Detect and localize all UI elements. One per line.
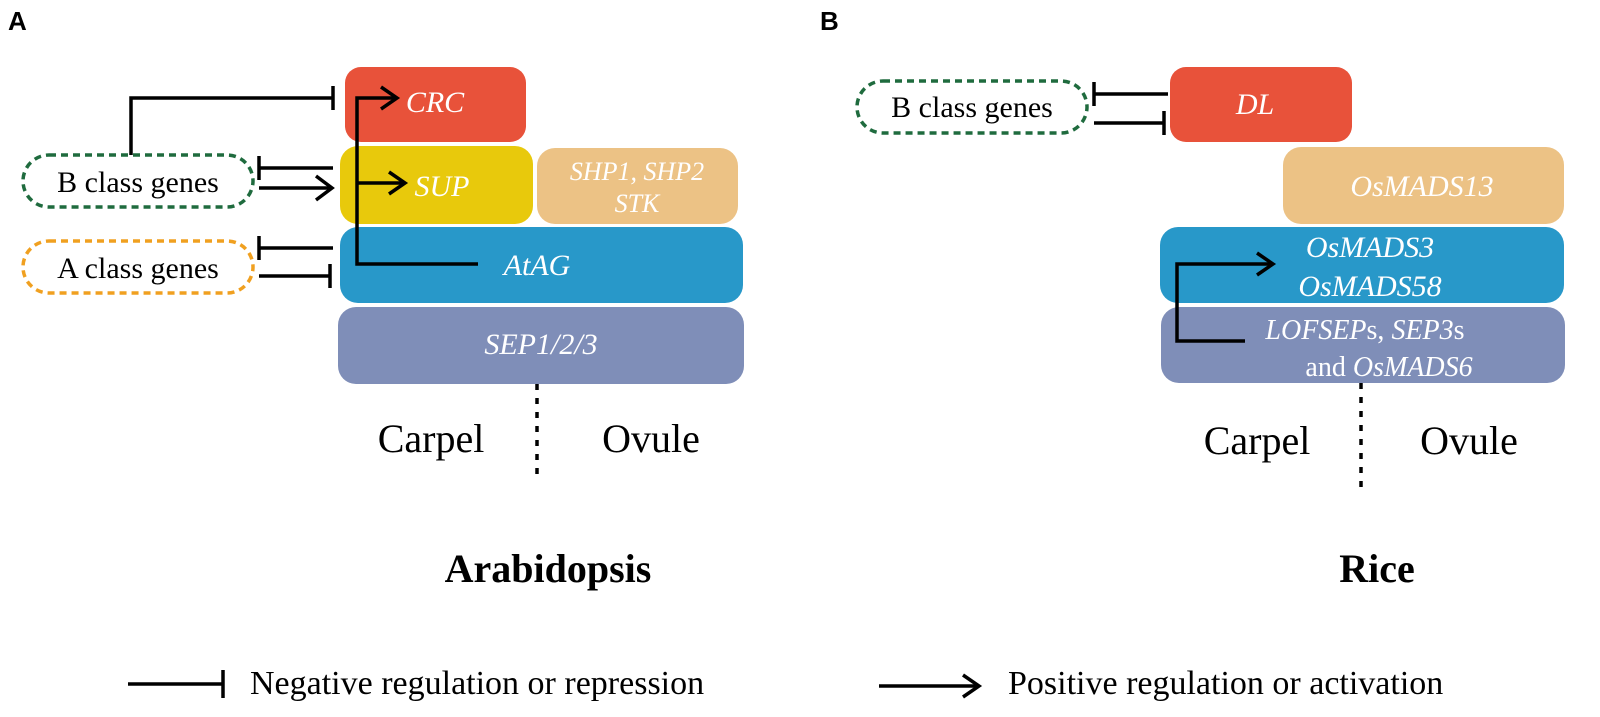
a-class-genes-oval: [21, 239, 255, 295]
sep-label: SEP1/2/3: [484, 328, 597, 361]
osmads6-label: and OsMADS6: [1305, 352, 1472, 383]
arabidopsis-title: Arabidopsis: [445, 546, 652, 591]
atag-activates-sup-head: [388, 170, 409, 196]
lofsep-suffix-text: s,: [1367, 315, 1392, 346]
dl-label: DL: [1235, 88, 1274, 121]
atag-label: AtAG: [502, 249, 571, 282]
b-class-represses-crc: [129, 96, 333, 155]
carpel-label-b: Carpel: [1204, 418, 1311, 463]
osmads3-label: OsMADS3: [1306, 231, 1434, 264]
shp-stk-box: [537, 148, 738, 224]
dl-box: [1170, 67, 1352, 142]
osmads13-label: OsMADS13: [1350, 170, 1493, 203]
sup-label: SUP: [415, 170, 470, 203]
and-text: and: [1305, 352, 1352, 383]
rice-title: Rice: [1339, 546, 1415, 591]
legend-negative-text: Negative regulation or repression: [250, 665, 704, 702]
osmads3-58-box: [1160, 227, 1564, 303]
osmads13-box: [1283, 147, 1564, 224]
lofsep-text: LOFSEP: [1264, 315, 1366, 346]
atag-activates-crc-head: [380, 85, 401, 111]
osmads58-label: OsMADS58: [1298, 270, 1441, 303]
b-class-genes-oval-b: [855, 79, 1089, 135]
sep3-suffix-text: s: [1454, 315, 1465, 346]
lofsep-activates-osmads3-line: [1175, 262, 1272, 343]
panel-b-label: B: [820, 6, 839, 36]
b-class-genes-label-a: B class genes: [57, 166, 219, 199]
legend-positive-text: Positive regulation or activation: [1008, 665, 1443, 702]
osmads6-text: OsMADS6: [1353, 352, 1473, 383]
stk-label: STK: [615, 189, 661, 218]
b-class-activates-sup-head: [314, 174, 335, 202]
lofsep-sep3-label: LOFSEPs, SEP3s: [1264, 315, 1464, 346]
shp-label: SHP1, SHP2: [570, 157, 704, 186]
atag-box: [340, 227, 743, 303]
ovule-label-b: Ovule: [1420, 418, 1518, 463]
crc-box: [345, 67, 526, 142]
b-class-genes-oval-a: [21, 153, 255, 209]
panel-a-label: A: [8, 6, 27, 36]
sup-box: [340, 146, 533, 224]
legend-positive-head: [962, 673, 983, 699]
ovule-label-a: Ovule: [602, 416, 700, 461]
sep-box: [338, 307, 744, 384]
crc-label: CRC: [406, 86, 465, 119]
b-class-genes-label-b: B class genes: [891, 91, 1053, 124]
sep3-text: SEP3: [1391, 315, 1453, 346]
carpel-label-a: Carpel: [378, 416, 485, 461]
a-class-genes-label: A class genes: [57, 252, 219, 285]
lofsep-box: [1161, 307, 1565, 383]
atag-activates-crc-sup-line: [355, 96, 478, 266]
lofsep-activates-osmads3-head: [1256, 251, 1277, 277]
